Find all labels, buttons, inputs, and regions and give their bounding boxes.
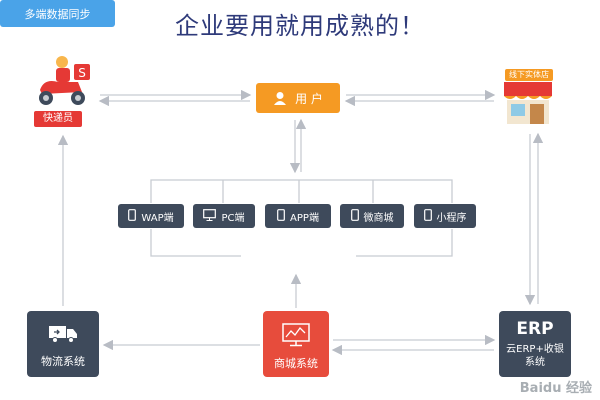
- user-icon: [273, 91, 287, 105]
- platform-label: PC端: [221, 212, 245, 224]
- erp-title: ERP: [516, 319, 554, 339]
- platform-label: 微商城: [363, 212, 394, 224]
- store-label: 线下实体店: [505, 69, 553, 81]
- erp-label: 云ERP+收银系统: [506, 344, 564, 368]
- courier-node: S: [28, 52, 98, 110]
- erp-node: ERP 云ERP+收银系统: [499, 311, 571, 377]
- svg-text:S: S: [78, 66, 86, 80]
- logistics-node: 物流系统: [27, 311, 99, 377]
- monitor-icon: [203, 208, 217, 224]
- platform-label: APP端: [290, 212, 319, 224]
- bracket-bottom-right: [356, 229, 453, 257]
- data-sync-node: 多端数据同步: [0, 0, 115, 27]
- platform-pc: PC端: [193, 204, 255, 228]
- mobile-icon: [350, 208, 359, 224]
- mobile-icon: [128, 208, 137, 224]
- bracket-top: [150, 179, 453, 203]
- mall-node: 商城系统: [263, 311, 329, 377]
- platform-label: 小程序: [436, 212, 467, 224]
- store-node: [498, 66, 558, 128]
- delivery-truck-icon: [49, 323, 77, 347]
- platform-wap: WAP端: [118, 204, 184, 228]
- diagram-title: 企业要用就用成熟的！: [175, 12, 425, 40]
- platform-app: APP端: [265, 204, 331, 228]
- logistics-label: 物流系统: [41, 355, 85, 368]
- user-label: 用 户: [295, 91, 323, 106]
- platform-mini-program: 小程序: [414, 204, 476, 228]
- courier-scooter-icon: S: [39, 56, 90, 105]
- mobile-icon: [423, 208, 432, 224]
- monitor-chart-icon: [282, 323, 310, 351]
- user-node: 用 户: [256, 83, 340, 113]
- watermark: Baidu 经验: [519, 381, 592, 396]
- platform-micro-mall: 微商城: [340, 204, 404, 228]
- bracket-bottom-left: [150, 229, 241, 257]
- platform-label: WAP端: [141, 212, 174, 224]
- storefront-icon: [504, 82, 552, 124]
- mall-label: 商城系统: [274, 357, 318, 370]
- mobile-icon: [277, 208, 285, 224]
- courier-label: 快递员: [34, 111, 82, 127]
